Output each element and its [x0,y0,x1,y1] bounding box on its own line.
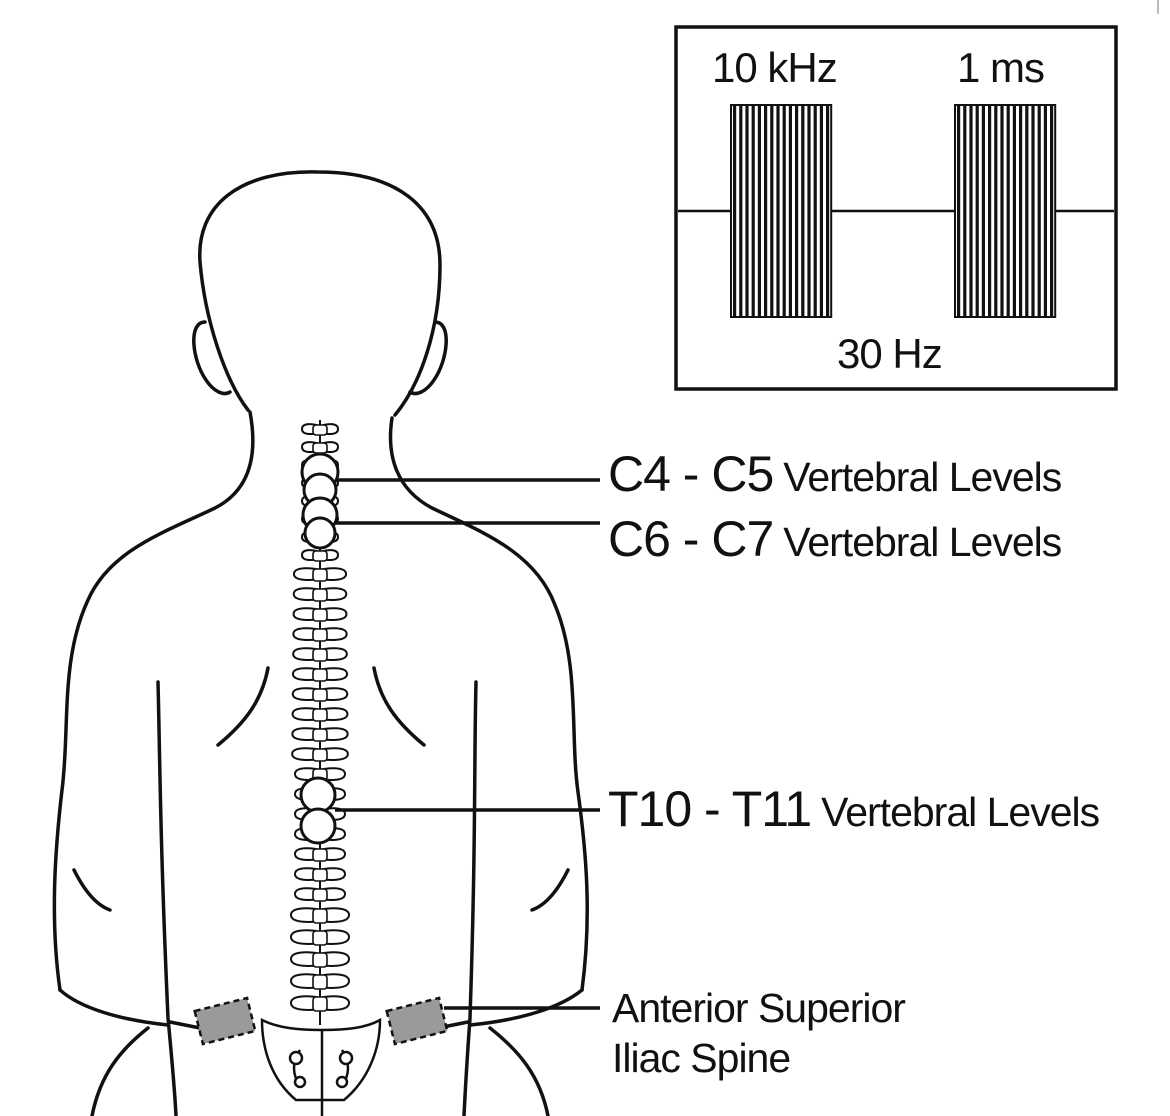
repetition-label: 30 Hz [837,330,942,377]
pulse-bar [1000,105,1004,317]
vertebra-body [312,588,328,602]
vertebra-body [312,728,328,742]
left-arm-elbow [58,988,170,1027]
vertebra-body [312,550,328,562]
pulse-bar [1031,105,1035,317]
left-body-contour [52,410,255,992]
left-ear [192,320,232,396]
electrode-pads [193,996,449,1046]
pulse-bar [981,105,985,317]
highlighted-levels [299,452,340,845]
pulse-bar [739,105,743,317]
pulse-bar [969,105,973,317]
pulse-bar [1006,105,1010,317]
pulse-bar [795,105,799,317]
pulse-burst-1 [730,104,833,318]
c6-c7-marker-bottom [303,516,337,550]
waveform-inset: 10 kHz 1 ms 30 Hz [674,25,1118,391]
right-arm-elbow [468,988,584,1027]
pulse-bar [1019,105,1023,317]
vertebra-body [312,708,328,722]
right-ear [408,320,448,396]
pulse-bar [994,105,998,317]
pulse-bar [751,105,755,317]
pulse-bar [1043,105,1047,317]
pulse-bar [957,105,961,317]
pulse-bar [988,105,992,317]
pulse-burst-2 [954,104,1057,318]
left-scapula-line [216,666,270,747]
left-arm-inner [156,680,178,1116]
vertebra-body [312,748,328,762]
t10-marker [299,776,337,814]
vertebra-body [312,668,328,682]
pulse-bar [1037,105,1041,317]
vertebra-body [312,442,328,454]
vertebra-body [312,868,328,882]
pulse-bar [776,105,780,317]
pulse-bar [788,105,792,317]
vertebra-body [312,688,328,702]
frequency-label: 10 kHz [712,44,837,91]
right-electrode-pad [385,996,449,1046]
t11-marker [299,807,337,845]
pulse-bar [764,105,768,317]
right-arm-crease [530,868,570,912]
label-asis-line2: Iliac Spine [612,1035,790,1081]
left-arm-crease [72,868,112,912]
pulse-bar [963,105,967,317]
vertebra-body [312,930,328,946]
label-asis-line1: Anterior Superior [612,985,905,1031]
pulse-bar [1025,105,1029,317]
vertebra-body [312,608,328,622]
pulse-bar [807,105,811,317]
pulse-bar [770,105,774,317]
pulse-bar [782,105,786,317]
vertebra-body [312,952,328,968]
right-arm-inner [462,680,478,1116]
sacrum [260,1017,382,1116]
right-body-contour [388,416,589,992]
pulse-bar [733,105,737,317]
pulse-bar [826,105,830,317]
pulse-bar [745,105,749,317]
vertebra-body [312,628,328,642]
pulse-bar [819,105,823,317]
vertebra-body [312,648,328,662]
vertebra-body [312,568,328,582]
vertebra-body [312,848,328,862]
vertebra-body [312,424,328,436]
right-hand [488,1026,550,1116]
left-hand [90,1026,150,1116]
vertebra-body [312,974,328,990]
pulse-burst-outline [730,104,833,318]
pulse-bar [757,105,761,317]
right-scapula-line [372,666,426,747]
pulse-bar [975,105,979,317]
body-outline [52,170,589,1116]
pulse-burst-outline [954,104,1057,318]
waveform-frame [674,25,1118,391]
pulse-bar [1012,105,1016,317]
duration-label: 1 ms [957,44,1044,91]
pulse-bar [813,105,817,317]
vertebra-body [312,908,328,924]
head-outline [198,170,442,417]
left-electrode-pad [193,996,257,1046]
vertebra-body [312,888,328,902]
vertebra-body [312,996,328,1012]
pulse-bar [801,105,805,317]
pulse-bar [1050,105,1054,317]
callout-lines [335,478,600,1010]
